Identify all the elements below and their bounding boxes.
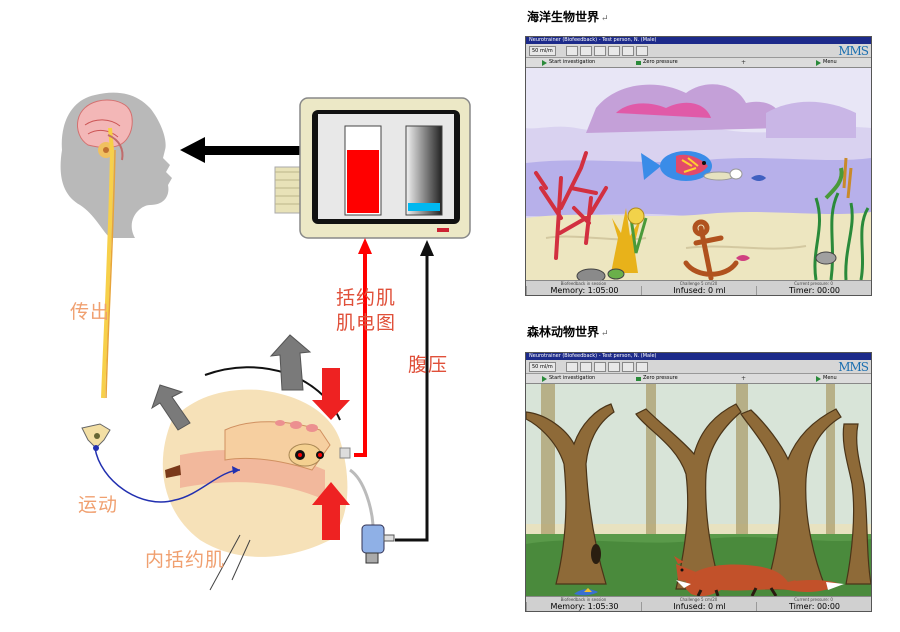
zero-pressure-button[interactable]: Zero pressure: [636, 374, 678, 383]
label-inner-sphincter: 内括约肌: [145, 549, 226, 571]
status-infused: Infused: 0 ml: [641, 602, 757, 611]
zero-icon: [636, 376, 641, 381]
add-button[interactable]: +: [741, 374, 746, 383]
toolbar-button-1[interactable]: [566, 362, 578, 372]
status-mid-caption: Challenge 5 cm/20: [679, 597, 718, 602]
menu-icon: [816, 59, 821, 66]
menu-icon: [816, 375, 821, 382]
plus-icon: +: [741, 59, 747, 66]
forest-scene-image: [526, 384, 871, 596]
toolbar-button-6[interactable]: [636, 362, 648, 372]
toolbar-button-4[interactable]: [608, 46, 620, 56]
forest-scene: [526, 384, 871, 596]
status-memory: Memory: 1:05:00: [526, 286, 642, 295]
speed-select[interactable]: 50 ml/m: [529, 362, 556, 372]
emg-bar: [347, 150, 379, 213]
add-button[interactable]: +: [741, 58, 746, 67]
window-toolbar: 50 ml/m MMS: [526, 360, 871, 374]
label-emg-line1: 括约肌: [336, 287, 397, 309]
menu-button[interactable]: Menu: [816, 374, 837, 383]
label-abdominal-pressure: 腹压: [408, 354, 449, 376]
menu-label: Menu: [823, 59, 837, 65]
pressure-bar: [408, 203, 440, 211]
fish-icon: [641, 151, 712, 181]
window-actionbar: Start investigation Zero pressure + Menu: [526, 58, 871, 68]
zero-icon: [636, 60, 641, 65]
status-memory: Memory: 1:05:30: [526, 602, 642, 611]
status-left-caption: Biofeedback in session: [560, 281, 607, 286]
mms-logo: MMS: [838, 360, 869, 374]
status-infused: Infused: 0 ml: [641, 286, 757, 295]
forest-title-mark: ↵: [601, 329, 609, 339]
menu-label: Menu: [823, 375, 837, 381]
toolbar-button-4[interactable]: [608, 362, 620, 372]
ocean-scene-image: [526, 68, 871, 280]
forest-title-text: 森林动物世界: [527, 325, 600, 339]
status-timer: Timer: 00:00: [756, 286, 872, 295]
play-icon: [542, 59, 547, 66]
status-bar: Biofeedback in session Challenge 5 cm/20…: [526, 280, 871, 295]
speed-select[interactable]: 50 ml/m: [529, 46, 556, 56]
fox-icon: [674, 556, 844, 596]
toolbar-button-1[interactable]: [566, 46, 578, 56]
toolbar-button-3[interactable]: [594, 46, 606, 56]
catheter-icon: [361, 524, 395, 564]
toolbar-button-6[interactable]: [636, 46, 648, 56]
start-investigation-label: Start investigation: [549, 375, 596, 381]
biofeedback-diagram: 传出 运动 内括约肌 括约肌 肌电图 腹压: [60, 92, 471, 591]
forest-title: 森林动物世界↵: [527, 323, 609, 340]
zero-pressure-label: Zero pressure: [643, 59, 678, 65]
status-timer: Timer: 00:00: [756, 602, 872, 611]
label-emg-line2: 肌电图: [336, 312, 397, 334]
toolbar-button-5[interactable]: [622, 46, 634, 56]
window-toolbar: 50 ml/m MMS: [526, 44, 871, 58]
window-actionbar: Start investigation Zero pressure + Menu: [526, 374, 871, 384]
start-investigation-button[interactable]: Start investigation: [542, 374, 595, 383]
status-mid-caption: Challenge 5 cm/20: [679, 281, 718, 286]
status-right-caption: Current pressure: 0: [794, 597, 833, 602]
plus-icon: +: [741, 375, 747, 382]
window-titlebar: Neurotrainer (Biofeedback) - Test person…: [526, 37, 871, 44]
monitor-icon: [274, 97, 471, 239]
ocean-scene: [526, 68, 871, 280]
play-icon: [542, 375, 547, 382]
ocean-title-mark: ↵: [601, 14, 609, 24]
diagram-drawing: [60, 92, 471, 591]
mms-logo: MMS: [838, 44, 869, 58]
window-titlebar: Neurotrainer (Biofeedback) - Test person…: [526, 353, 871, 360]
zero-pressure-label: Zero pressure: [643, 375, 678, 381]
ocean-title: 海洋生物世界↵: [527, 8, 609, 25]
label-movement: 运动: [78, 494, 119, 516]
status-left-caption: Biofeedback in session: [560, 597, 607, 602]
forest-app-window: Neurotrainer (Biofeedback) - Test person…: [525, 352, 872, 612]
label-output: 传出: [70, 301, 111, 323]
toolbar-button-5[interactable]: [622, 362, 634, 372]
status-right-caption: Current pressure: 0: [794, 281, 833, 286]
toolbar-button-3[interactable]: [594, 362, 606, 372]
start-investigation-button[interactable]: Start investigation: [542, 58, 595, 67]
menu-button[interactable]: Menu: [816, 58, 837, 67]
zero-pressure-button[interactable]: Zero pressure: [636, 58, 678, 67]
brain-head-icon: [60, 92, 173, 238]
ocean-title-text: 海洋生物世界: [527, 10, 600, 24]
toolbar-button-2[interactable]: [580, 362, 592, 372]
start-investigation-label: Start investigation: [549, 59, 596, 65]
toolbar-button-2[interactable]: [580, 46, 592, 56]
status-bar: Biofeedback in session Challenge 5 cm/20…: [526, 596, 871, 611]
sphincter-icon: [162, 366, 351, 591]
ocean-app-window: Neurotrainer (Biofeedback) - Test person…: [525, 36, 872, 296]
